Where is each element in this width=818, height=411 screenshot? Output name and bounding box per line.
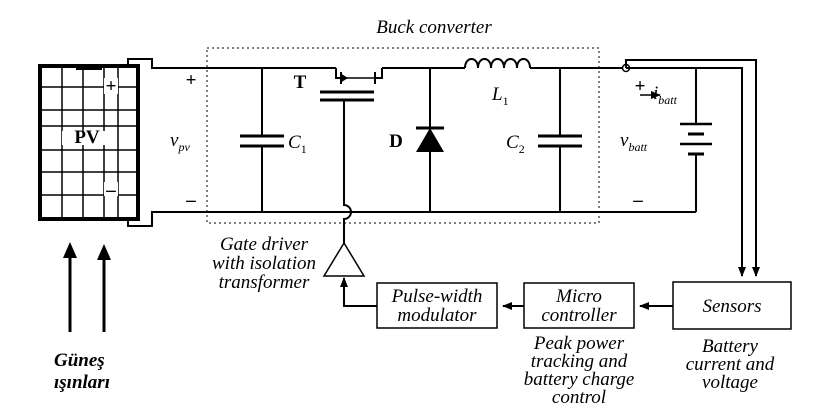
pv-negative-wire [127,211,174,227]
diode-d [416,68,444,212]
input-plus-sign: + [186,70,197,91]
sensors-label: Sensors [702,296,761,317]
output-plus-sign: + [635,76,646,97]
battery-current-label: ibatt [653,83,678,107]
pv-plus-sign: + [106,76,117,97]
pv-minus-sign: – [105,180,116,201]
microcontroller-block [523,282,635,329]
pv-positive-wire [127,58,174,69]
inductor-l1 [464,58,531,69]
battery [680,68,712,212]
gate-wire [343,100,352,243]
capacitor-c2-label: C2 [506,132,525,156]
pwm-to-driver-wire [340,277,377,307]
capacitor-c1 [240,68,284,212]
output-minus-sign: – [632,190,643,211]
battery-voltage-label: vbatt [620,130,648,154]
gate-driver-triangle [322,241,366,277]
pv-panel: PV + – [38,64,140,221]
diagram-title: Buck converter [376,17,492,38]
input-minus-sign: – [185,190,196,211]
input-voltage-label: vpv [170,130,190,154]
diode-label: D [389,131,403,152]
pwm-block [376,282,498,329]
pv-label: PV [74,127,100,148]
sun-ray-arrow-left [63,242,77,332]
capacitor-c1-label: C1 [288,132,307,156]
buck-converter-boundary [206,47,600,224]
sun-ray-arrow-right [97,244,111,332]
transistor-label: T [294,72,307,93]
sensors-block [672,281,792,330]
capacitor-c2 [538,68,582,212]
sensor-wire-current [626,67,746,277]
transistor-t [320,68,383,102]
inductor-label: L1 [491,84,509,108]
sensor-wire-voltage [625,59,760,277]
